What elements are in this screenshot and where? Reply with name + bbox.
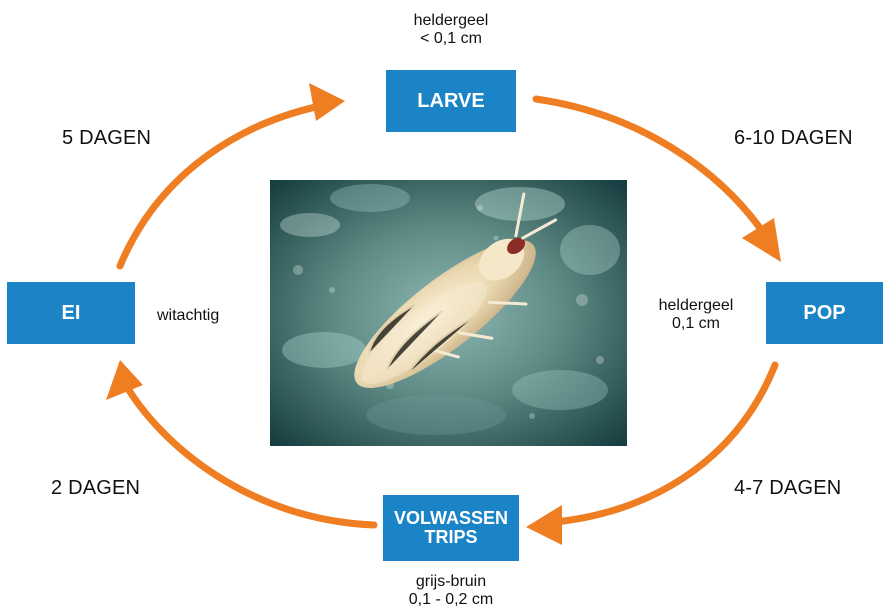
- pop-size-text: 0,1 cm: [650, 315, 742, 333]
- duration-ei-to-larve: 5 DAGEN: [62, 128, 151, 148]
- duration-pop-to-volwassen: 4-7 DAGEN: [734, 478, 841, 498]
- stage-title-volwassen-line2: TRIPS: [424, 528, 477, 547]
- volwassen-size-text: 0,1 - 0,2 cm: [386, 591, 516, 609]
- volwassen-description: grijs-bruin 0,1 - 0,2 cm: [386, 573, 516, 610]
- stage-title-larve: LARVE: [417, 90, 484, 113]
- stage-title-ei: EI: [62, 302, 81, 325]
- volwassen-color-text: grijs-bruin: [386, 573, 516, 591]
- pop-description: heldergeel 0,1 cm: [650, 297, 742, 334]
- duration-larve-to-pop: 6-10 DAGEN: [734, 128, 853, 148]
- stage-box-volwassen-trips: VOLWASSEN TRIPS: [383, 495, 519, 561]
- pop-color-text: heldergeel: [650, 297, 742, 315]
- stage-box-ei: EI: [7, 282, 135, 344]
- stage-title-volwassen-line1: VOLWASSEN: [394, 509, 508, 528]
- stage-box-pop: POP: [766, 282, 883, 344]
- duration-volwassen-to-ei: 2 DAGEN: [51, 478, 140, 498]
- ei-description: witachtig: [157, 307, 219, 325]
- larve-size-text: < 0,1 cm: [395, 30, 507, 48]
- ei-color-text: witachtig: [157, 307, 219, 325]
- larve-color-text: heldergeel: [395, 12, 507, 30]
- larve-description: heldergeel < 0,1 cm: [395, 12, 507, 49]
- thrips-larva-photo: [270, 180, 627, 446]
- stage-box-larve: LARVE: [386, 70, 516, 132]
- stage-title-pop: POP: [803, 302, 845, 325]
